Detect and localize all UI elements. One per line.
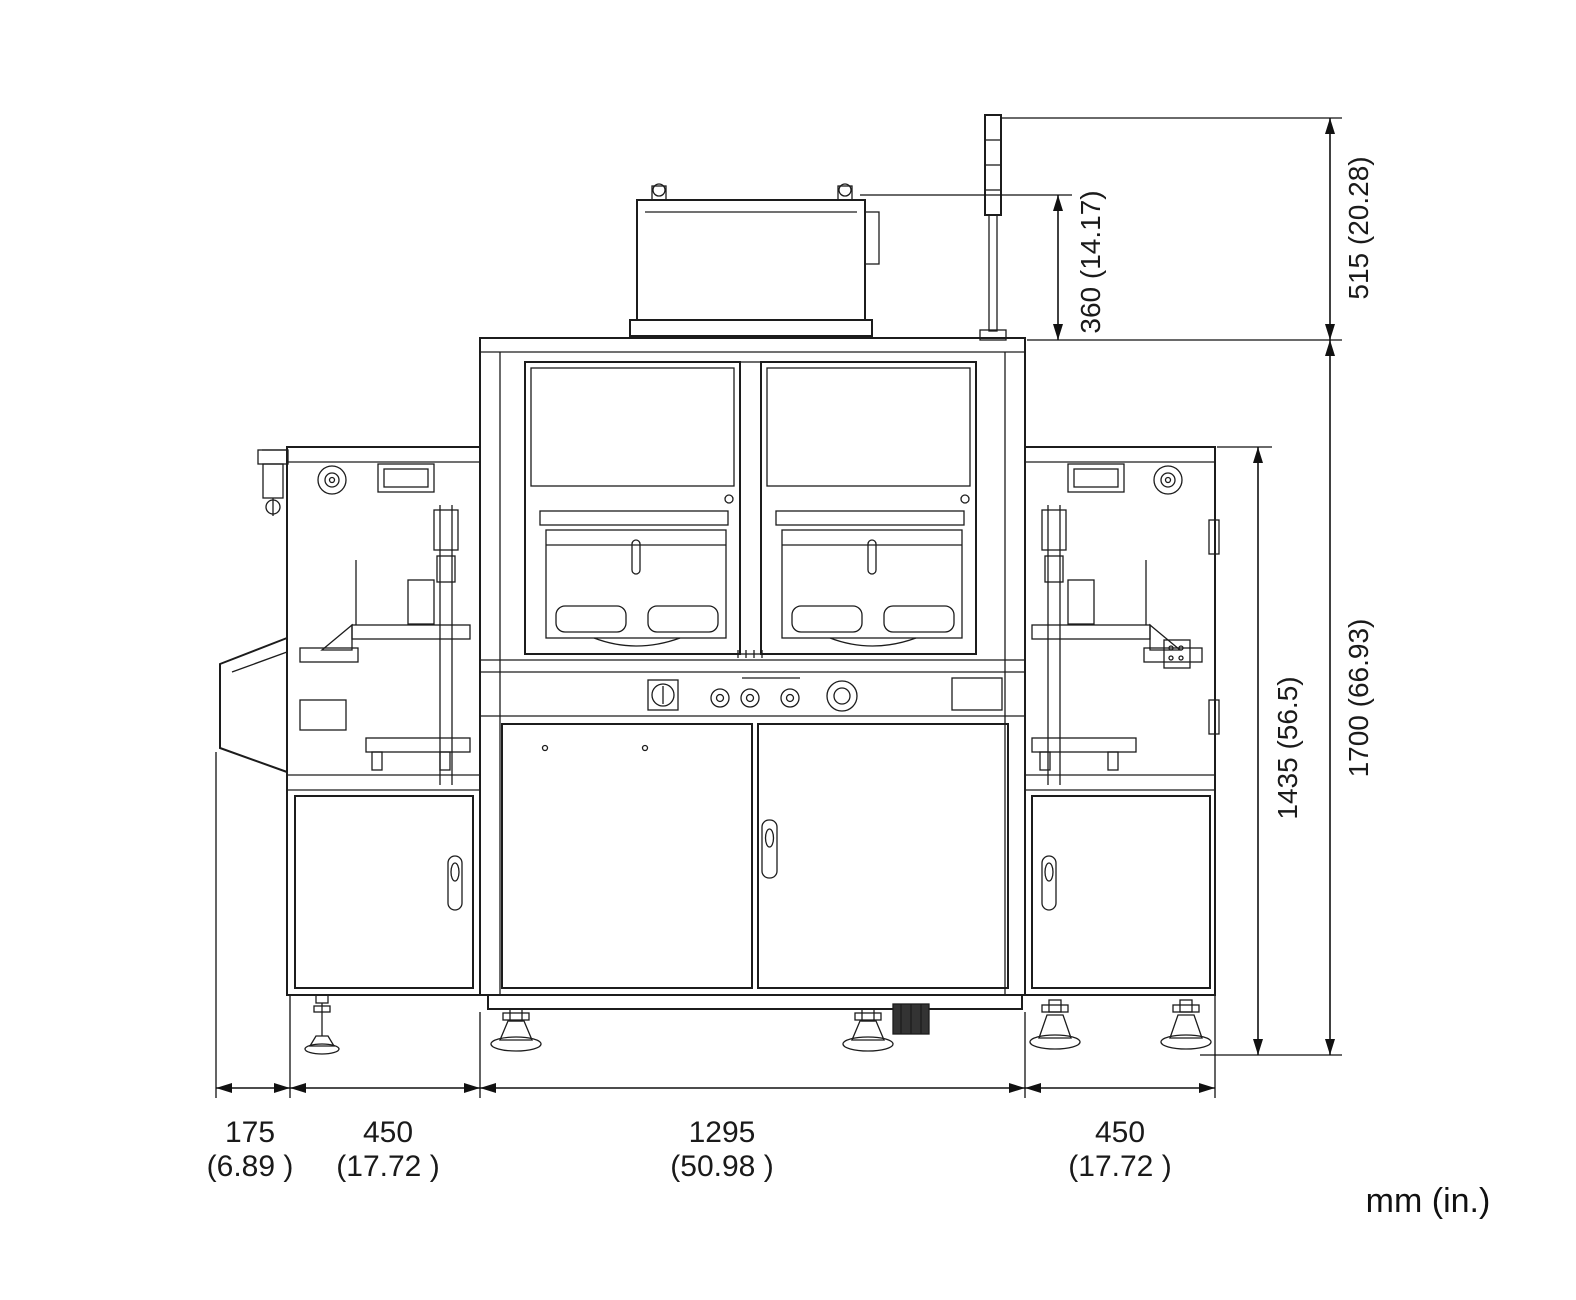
dim-bottom-widths: 175 (6.89 ) 450 (17.72 ) 1295 (50.98 ) 4… xyxy=(207,752,1216,1183)
dim-text-seg2-mm: 450 xyxy=(363,1116,413,1149)
lift-ring-left xyxy=(652,183,666,197)
control-panel xyxy=(480,659,1025,717)
leveling-foot xyxy=(842,1008,894,1052)
dim-text-overall-height: 1700 (66.93) xyxy=(1343,619,1374,778)
panel-button-2 xyxy=(740,688,760,708)
right-cabinet-mechanism xyxy=(1025,505,1215,785)
dim-text-seg3-in: (50.98 ) xyxy=(670,1150,773,1183)
dim-tower-height: 515 (20.28) xyxy=(1002,117,1374,341)
left-cabinet-door xyxy=(294,795,474,989)
lower-door-left xyxy=(501,723,753,989)
signal-tower-pole xyxy=(988,214,998,332)
panel-button-1 xyxy=(710,688,730,708)
dim-text-seg4-in: (17.72 ) xyxy=(1068,1150,1171,1183)
left-display-panel xyxy=(377,463,435,493)
dim-overall-height: 1700 (66.93) xyxy=(1200,340,1374,1056)
air-regulator xyxy=(257,449,289,516)
dim-text-seg4-mm: 450 xyxy=(1095,1116,1145,1149)
dim-text-seg3-mm: 1295 xyxy=(689,1116,756,1149)
leveling-foot xyxy=(1160,999,1212,1050)
leveling-foot xyxy=(1029,999,1081,1050)
lower-doors xyxy=(501,723,1009,989)
signal-tower-base xyxy=(979,329,1007,341)
base-frame-and-feet xyxy=(487,994,1023,1052)
dim-frame-height: 1435 (56.5) xyxy=(1217,446,1303,1055)
top-unit-side-box xyxy=(864,211,880,265)
dim-text-seg2-in: (17.72 ) xyxy=(336,1150,439,1183)
hinge-tab xyxy=(1208,519,1220,555)
right-display-panel xyxy=(1067,463,1125,493)
dim-text-frame-height: 1435 (56.5) xyxy=(1272,676,1303,819)
right-cabinet-door xyxy=(1031,795,1211,989)
units-note: mm (in.) xyxy=(1366,1182,1491,1220)
hinge-tab xyxy=(1208,699,1220,735)
left-window-glass xyxy=(530,367,735,487)
right-door-handle xyxy=(1041,855,1057,911)
main-power-switch xyxy=(647,679,679,711)
panel-button-3 xyxy=(780,688,800,708)
dim-top-unit-height: 360 (14.17) xyxy=(860,190,1106,340)
panel-nameplate xyxy=(951,677,1003,711)
dim-text-seg1-mm: 175 xyxy=(225,1116,275,1149)
pump-unit xyxy=(892,1003,930,1035)
round-connector-right xyxy=(1153,465,1183,495)
dim-text-tower-height: 515 (20.28) xyxy=(1343,156,1374,299)
lift-ring-right xyxy=(838,183,852,197)
lower-door-right xyxy=(757,723,1009,989)
top-mounted-unit xyxy=(629,183,880,337)
left-cabinet-mechanism xyxy=(287,505,480,785)
round-connector-left xyxy=(317,465,347,495)
signal-tower xyxy=(979,114,1007,341)
left-window-shuttle-pin xyxy=(631,539,641,575)
left-window-knob xyxy=(724,494,734,504)
left-process-window xyxy=(524,361,741,655)
right-window-knob xyxy=(960,494,970,504)
left-cabinet xyxy=(219,446,481,1055)
right-cabinet xyxy=(1024,446,1220,1050)
dim-text-seg1-in: (6.89 ) xyxy=(207,1150,294,1183)
dim-text-top-unit-height: 360 (14.17) xyxy=(1075,190,1106,333)
discharge-chute xyxy=(219,637,288,773)
right-window-shuttle-pin xyxy=(867,539,877,575)
leveling-foot xyxy=(490,1008,542,1052)
right-window-glass xyxy=(766,367,971,487)
door-handle-center xyxy=(761,819,778,879)
right-process-window xyxy=(760,361,977,655)
left-door-handle xyxy=(447,855,463,911)
window-mullion xyxy=(739,361,762,655)
vent-slots xyxy=(737,650,763,658)
left-cabinet-foot xyxy=(304,994,340,1055)
emergency-stop-button xyxy=(826,680,858,712)
